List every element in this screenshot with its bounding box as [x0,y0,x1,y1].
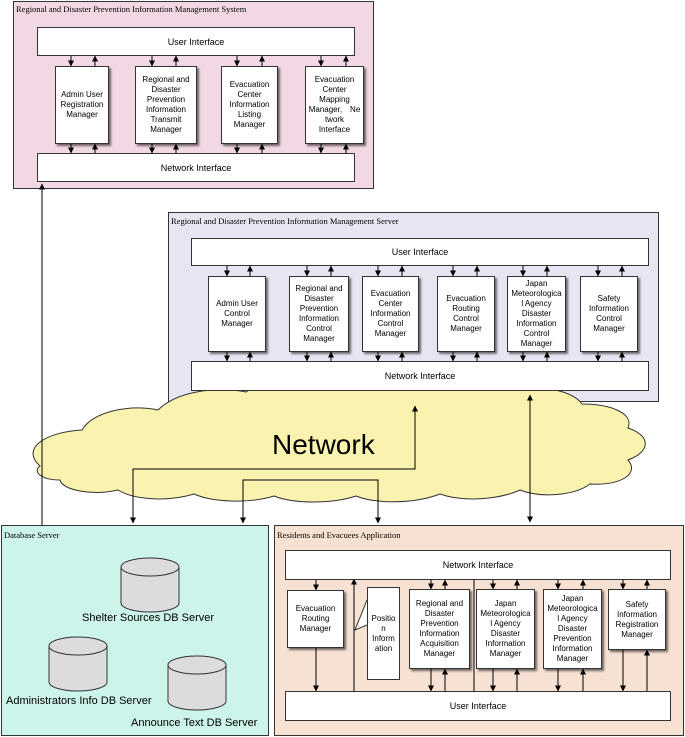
server-routing-control-manager: Evacuation Routing Control Manager [437,276,495,352]
app-position-info: Positio n Inform ation [367,587,400,680]
system-center-listing-manager: Evacuation Center Information Listing Ma… [221,66,278,144]
app-user-interface: User Interface [285,691,671,721]
system-admin-registration-manager: Admin User Registration Manager [55,66,109,144]
server-user-interface: User Interface [191,238,649,266]
network-label: Network [272,429,375,460]
app-safety-registration-manager: Safety Information Registration Manager [608,589,666,650]
db-cylinder-announce [167,655,227,711]
server-network-interface: Network Interface [191,361,649,391]
system-network-interface: Network Interface [37,153,355,182]
app-title: Residents and Evacuees Application [277,530,401,540]
server-jma-control-manager: Japan Meteorologica l Agency Disaster In… [507,276,566,352]
network-cloud [32,376,646,503]
app-network-interface: Network Interface [285,550,671,580]
db-cylinder-admins [48,636,108,692]
server-center-control-manager: Evacuation Center Information Control Ma… [362,276,419,352]
admins-db-label: Administrators Info DB Server [6,695,152,707]
db-cylinder-shelter [120,557,180,613]
server-admin-control-manager: Admin User Control Manager [208,276,266,352]
system-user-interface: User Interface [37,27,355,56]
server-safety-control-manager: Safety Information Control Manager [580,276,638,352]
app-jma-disaster-manager: Japan Meteorologica l Agency Disaster In… [476,589,535,669]
announce-db-label: Announce Text DB Server [131,717,258,729]
server-title: Regional and Disaster Prevention Informa… [171,216,399,226]
system-center-mapping-manager: Evacuation Center Mapping Manager, Ne tw… [305,66,364,144]
app-info-acquisition-manager: Regional and Disaster Prevention Informa… [409,589,470,669]
server-info-control-manager: Regional and Disaster Prevention Informa… [289,276,349,352]
system-info-transmit-manager: Regional and Disaster Prevention Informa… [135,66,197,144]
app-jma-prevention-manager: Japan Meteorologica l Agency Disaster Pr… [543,589,602,669]
system-title: Regional and Disaster Prevention Informa… [16,4,247,14]
database-title: Database Server [4,530,60,540]
app-routing-manager: Evacuation Routing Manager [287,590,344,648]
callout-pointer [354,599,368,631]
shelter-db-label: Shelter Sources DB Server [82,612,215,624]
